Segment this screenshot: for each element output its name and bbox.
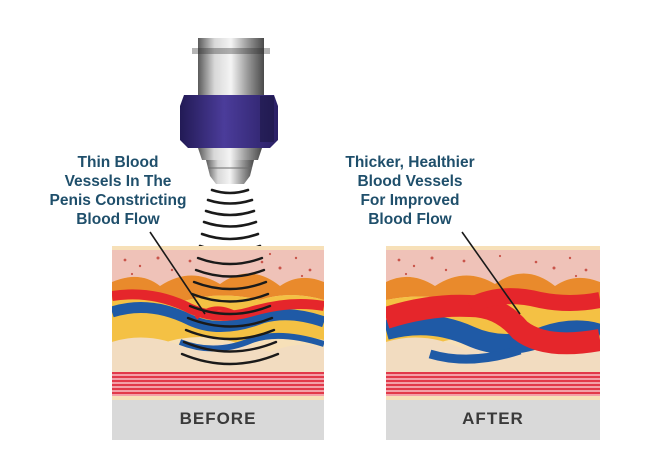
muscle-layer: [112, 372, 324, 396]
tissue-cream: [112, 337, 324, 372]
artery-thick: [386, 294, 600, 355]
annotation-before-line-2: Vessels In The: [64, 173, 172, 190]
annotation-after-line-3: For Improved: [360, 192, 460, 209]
pointer-line-before: [149, 231, 206, 315]
shockwave-device: [180, 38, 278, 184]
device-tip: [206, 160, 254, 184]
pointer-line-after: [461, 231, 521, 315]
annotation-after: Thicker, Healthier Blood Vessels For Imp…: [330, 153, 490, 229]
shockwave-arcs: [198, 188, 262, 253]
artery-thin: [112, 289, 324, 321]
device-handle: [180, 95, 278, 148]
caption-before: BEFORE: [179, 409, 257, 428]
device-collar: [198, 148, 262, 160]
caption-bar-after: [386, 400, 600, 440]
vein-thick: [386, 315, 600, 354]
muscle-layer: [386, 372, 600, 396]
annotation-before-line-4: Blood Flow: [76, 211, 160, 228]
skin-layer: [386, 250, 600, 286]
caption-after: AFTER: [462, 409, 524, 428]
shockwave-arcs-tissue: [180, 256, 280, 366]
annotation-after-line-4: Blood Flow: [368, 211, 452, 228]
annotation-after-line-2: Blood Vessels: [357, 173, 463, 190]
after-tissue: [386, 246, 600, 406]
annotation-after-line-1: Thicker, Healthier: [345, 154, 475, 171]
annotation-before-line-3: Penis Constricting: [49, 192, 187, 209]
caption-bar-before: [112, 400, 324, 440]
device-shaft: [198, 38, 264, 100]
annotation-before-line-1: Thin Blood: [77, 154, 159, 171]
annotation-before: Thin Blood Vessels In The Penis Constric…: [38, 153, 198, 229]
skin-layer: [112, 250, 324, 286]
